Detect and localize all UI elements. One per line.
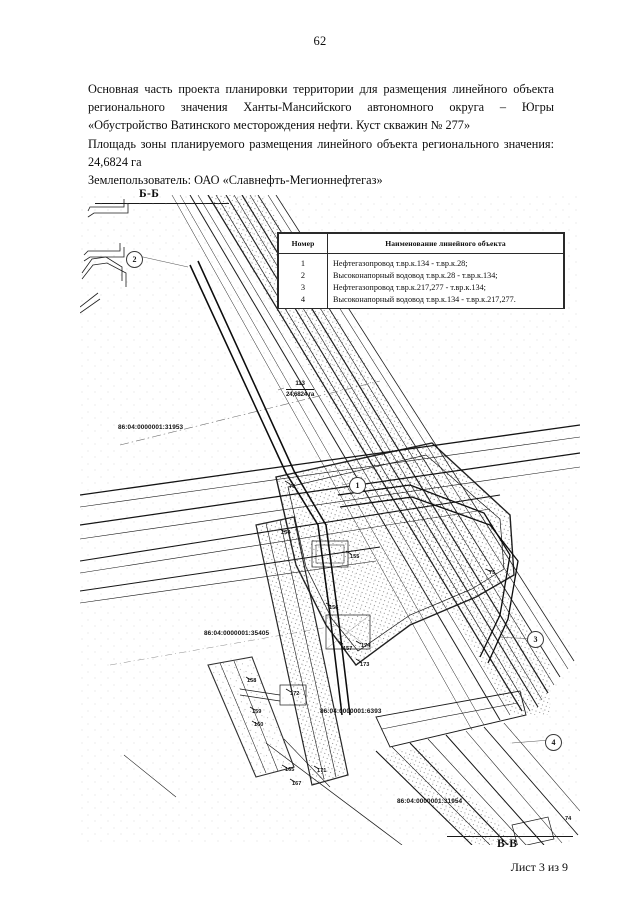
paragraph-land-user: Землепользователь: ОАО «Славнефть-Мегион…	[88, 173, 383, 188]
table-row: 3 Нефтегазопровод т.вр.к.217,277 - т.вр.…	[278, 281, 564, 293]
area-callout-denominator: 24,6824 га	[286, 391, 315, 398]
survey-point-label: 76	[289, 484, 296, 490]
survey-point-label: 154	[281, 530, 291, 536]
cadastral-number-label: 86:04:0000001:6393	[320, 708, 382, 715]
survey-point-label: 75	[489, 570, 496, 576]
table-row: 4 Высоконапорный водовод т.вр.к.134 - т.…	[278, 293, 564, 308]
legend-cell-name: Высоконапорный водовод т.вр.к.28 - т.вр.…	[327, 269, 564, 281]
cadastral-number-label: 86:04:0000001:31954	[397, 798, 463, 805]
survey-point-label: 157	[343, 646, 353, 652]
legend-cell-number: 2	[278, 269, 328, 281]
linear-object-callout-4: 4	[545, 734, 562, 751]
legend-header-name: Наименование линейного объекта	[327, 233, 564, 254]
page-number: 62	[313, 34, 327, 48]
cadastral-number-label: 86:04:0000001:31953	[118, 424, 184, 431]
legend-cell-name: Нефтегазопровод т.вр.к.134 - т.вр.к.28;	[327, 253, 564, 269]
survey-point-label: 167	[292, 781, 302, 787]
survey-point-label: 158	[247, 678, 257, 684]
survey-point-label: 156	[329, 605, 339, 611]
linear-object-callout-2: 2	[126, 251, 143, 268]
survey-point-label: 74	[565, 816, 572, 822]
table-row: 1 Нефтегазопровод т.вр.к.134 - т.вр.к.28…	[278, 253, 564, 269]
body-text: Основная часть проекта планировки террит…	[88, 80, 554, 189]
survey-point-label: 159	[252, 709, 262, 715]
legend-header-number: Номер	[278, 233, 328, 254]
table-row: 2 Высоконапорный водовод т.вр.к.28 - т.в…	[278, 269, 564, 281]
linear-object-callout-3: 3	[527, 631, 544, 648]
survey-point-label: 171	[317, 768, 327, 774]
paragraph-area: Площадь зоны планируемого размещения лин…	[88, 136, 554, 169]
legend-cell-name: Высоконапорный водовод т.вр.к.134 - т.вр…	[327, 293, 564, 308]
survey-point-label: 172	[290, 691, 300, 697]
legend-cell-number: 1	[278, 253, 328, 269]
cadastral-number-label: 86:04:0000001:35405	[204, 630, 270, 637]
legend-cell-name: Нефтегазопровод т.вр.к.217,277 - т.вр.к.…	[327, 281, 564, 293]
legend-table: Номер Наименование линейного объекта 1 Н…	[277, 232, 565, 309]
legend-cell-number: 4	[278, 293, 328, 308]
area-callout: 113 24,6824 га	[286, 380, 314, 399]
legend-cell-number: 3	[278, 281, 328, 293]
survey-point-label: 174	[361, 643, 371, 649]
section-marker-bottom: В-В	[497, 838, 518, 850]
linear-object-callout-1: 1	[349, 477, 366, 494]
paragraph-project-title: Основная часть проекта планировки террит…	[88, 82, 554, 133]
survey-point-label: 160	[254, 722, 264, 728]
area-callout-numerator: 113	[295, 380, 305, 387]
page-footer: Лист 3 из 9	[510, 860, 568, 874]
survey-point-label: 173	[360, 662, 370, 668]
legend-header-row: Номер Наименование линейного объекта	[278, 233, 564, 254]
section-rule-bottom	[447, 836, 573, 837]
survey-point-label: 165	[285, 767, 295, 773]
area-callout-divider	[286, 389, 315, 390]
survey-point-label: 155	[350, 554, 360, 560]
